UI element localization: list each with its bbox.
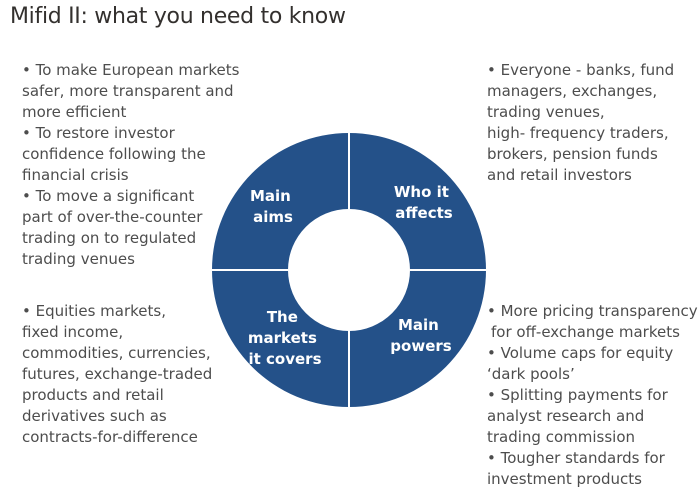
powers-line: • Volume caps for equity	[487, 344, 674, 362]
powers-line: ‘dark pools’	[487, 365, 575, 383]
who-it-affects-text: • Everyone - banks, fund managers, excha…	[487, 60, 674, 186]
markets-it-covers-text: • Equities markets, fixed income, commod…	[22, 301, 212, 448]
powers-line: analyst research and	[487, 407, 645, 425]
affects-line: trading venues,	[487, 103, 605, 121]
affects-line: and retail investors	[487, 166, 632, 184]
aims-line: trading on to regulated	[22, 229, 197, 247]
segment-the-markets-it-covers	[212, 270, 349, 407]
covers-line: fixed income,	[22, 323, 124, 341]
label-main-aims: Main aims	[250, 187, 296, 226]
segment-main-powers	[349, 270, 486, 407]
aims-line: • To make European markets	[22, 61, 240, 79]
ring-dividers	[210, 131, 488, 409]
label-who-it-affects: Who it affects	[394, 183, 454, 222]
page-title: Mifid II: what you need to know	[10, 4, 346, 29]
covers-line: commodities, currencies,	[22, 344, 211, 362]
segment-who-it-affects	[349, 133, 486, 270]
aims-line: • To restore investor	[22, 124, 175, 142]
covers-line: derivatives such as	[22, 407, 167, 425]
covers-line: • Equities markets,	[22, 302, 166, 320]
main-powers-text: • More pricing transparency for off-exch…	[487, 301, 698, 490]
powers-line: for off-exchange markets	[491, 323, 680, 341]
ring-segments	[212, 133, 486, 407]
powers-line: • Splitting payments for	[487, 386, 668, 404]
powers-line: investment products	[487, 470, 642, 488]
affects-line: high- frequency traders,	[487, 124, 669, 142]
aims-line: more efficient	[22, 103, 127, 121]
affects-line: managers, exchanges,	[487, 82, 658, 100]
aims-line: confidence following the	[22, 145, 206, 163]
label-the-markets-it-covers: The markets it covers	[248, 308, 322, 368]
affects-line: brokers, pension funds	[487, 145, 658, 163]
covers-line: products and retail	[22, 386, 164, 404]
covers-line: contracts-for-difference	[22, 428, 198, 446]
segment-main-aims	[212, 133, 349, 270]
aims-line: trading venues	[22, 250, 135, 268]
powers-line: trading commission	[487, 428, 636, 446]
aims-line: safer, more transparent and	[22, 82, 234, 100]
powers-line: • More pricing transparency	[487, 302, 698, 320]
aims-line: financial crisis	[22, 166, 129, 184]
label-main-powers: Main powers	[390, 316, 451, 355]
aims-line: part of over-the-counter	[22, 208, 203, 226]
covers-line: futures, exchange-traded	[22, 365, 213, 383]
aims-line: • To move a significant	[22, 187, 195, 205]
powers-line: • Tougher standards for	[487, 449, 665, 467]
main-aims-text: • To make European markets safer, more t…	[22, 60, 239, 270]
affects-line: • Everyone - banks, fund	[487, 61, 675, 79]
